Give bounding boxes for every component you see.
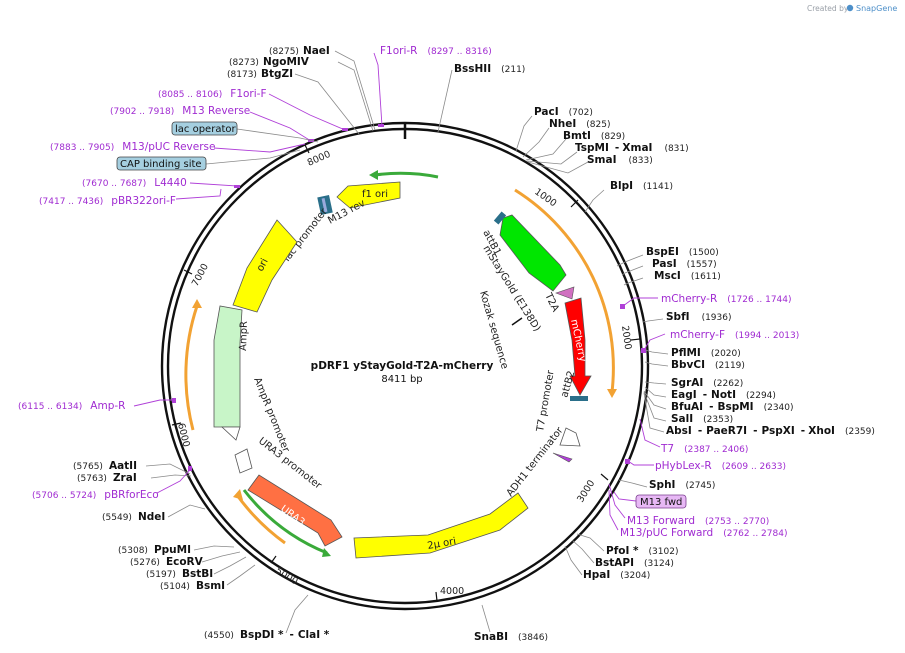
plasmid-name: pDRF1 yStayGold-T2A-mCherry	[311, 360, 494, 372]
feature-ampr: AmpR	[213, 305, 250, 441]
credit-brand: SnapGene	[856, 4, 897, 13]
enzyme-paci: PacI(702)	[534, 106, 593, 118]
ampr-label: AmpR	[238, 321, 250, 351]
orf-arc-arrow-1	[607, 389, 617, 398]
enzyme-blpi: BlpI(1141)	[610, 180, 673, 192]
primer-m13-puc-forward: M13/pUC Forward(2762 .. 2784)	[620, 527, 787, 539]
enzyme-bspdi-clai: (4550)BspDI *-ClaI *	[204, 629, 330, 641]
enzyme-bsmi: (5104)BsmI	[160, 580, 225, 592]
lac-operator-box: lac operator	[171, 121, 319, 143]
ori-label: ori	[255, 257, 271, 274]
snapgene-credit: Created by SnapGene	[807, 4, 897, 13]
enzyme-leader-lines	[145, 50, 669, 634]
feature-f1-ori: f1 ori	[336, 181, 401, 209]
enzyme-hpai: HpaI(3204)	[583, 569, 650, 581]
ura3-arc-arrow	[322, 548, 331, 557]
primer-f1ori-r: F1ori-R(8297 .. 8316)	[380, 45, 492, 57]
primer-leader-lines	[133, 52, 666, 531]
orf-arc-arrow-3	[233, 489, 243, 500]
2micron-ori-label: 2μ ori	[427, 536, 457, 552]
tick-2000: 2000	[619, 325, 633, 350]
orf-arc-arrow-2	[192, 299, 202, 308]
enzyme-smai: SmaI(833)	[587, 154, 653, 166]
enzyme-sphi: SphI(2745)	[649, 479, 715, 491]
enzyme-ecorv: (5276)EcoRV	[130, 556, 204, 568]
cap-site-box: CAP binding site	[116, 149, 301, 171]
feature-m13-rev-site: M13 rev lac promoter	[282, 194, 367, 264]
f1-ori-arc	[374, 171, 439, 179]
t7-promoter-label: T7 promoter	[535, 369, 557, 434]
enzyme-bmti: BmtI(829)	[563, 130, 625, 142]
enzyme-msci: MscI(1611)	[654, 270, 721, 282]
orf-arc-ampr	[184, 305, 199, 431]
feature-promoters-left: AmpR promoter URA3 promoter	[234, 376, 324, 492]
enzyme-nael: (8275)NaeI	[269, 45, 330, 57]
enzyme-sali: SalI(2353)	[671, 413, 733, 425]
tick-7000: 7000	[190, 262, 211, 289]
enzyme-eagi-noti: EagI-NotI(2294)	[671, 389, 776, 401]
enzyme-bfuai-bspmi: BfuAI-BspMI(2340)	[671, 401, 794, 413]
plasmid-length: 8411 bp	[381, 374, 422, 385]
primer-m13-reverse: (7902 .. 7918)M13 Reverse	[110, 105, 250, 117]
f1-ori-label: f1 ori	[362, 189, 388, 200]
primer-phyblex-r: pHybLex-R(2609 .. 2633)	[655, 460, 786, 472]
primer-t7: T7(2387 .. 2406)	[660, 443, 748, 455]
primer-pbr322ori-f: (7417 .. 7436)pBR322ori-F	[39, 195, 176, 207]
tick-4000: 4000	[440, 586, 464, 597]
t2a-label: T2A	[542, 291, 561, 314]
orf-arc-staygold-mcherry	[514, 188, 615, 393]
credit-prefix: Created by	[807, 4, 849, 13]
enzyme-labels: (8275)NaeI (8273)NgoMIV (8173)BtgZI BssH…	[73, 45, 875, 643]
enzyme-bstapi: BstAPI(3124)	[595, 557, 674, 569]
tick-8000: 8000	[306, 149, 333, 169]
enzyme-ndei: (5549)NdeI	[102, 511, 165, 523]
adh1-terminator-label: ADH1 terminator	[505, 425, 566, 499]
enzyme-pflmi: PflMI(2020)	[671, 347, 741, 359]
snapgene-logo-icon	[846, 4, 854, 12]
enzyme-bstbi: (5197)BstBI	[146, 568, 213, 580]
ura3-arc	[242, 489, 328, 555]
enzyme-pasi: PasI(1557)	[652, 258, 717, 270]
primer-pbrforeco: (5706 .. 5724)pBRforEco	[32, 489, 159, 501]
primer-labels: F1ori-R(8297 .. 8316) (8085 .. 8106)F1or…	[18, 45, 799, 539]
tick-5000: 5000	[273, 565, 299, 587]
primer-f1ori-f: (8085 .. 8106)F1ori-F	[158, 88, 267, 100]
enzyme-snabi: SnaBI(3846)	[474, 631, 548, 643]
enzyme-sbfi: SbfI(1936)	[666, 311, 732, 323]
enzyme-tspmi-xmai: TspMI-XmaI(831)	[575, 142, 689, 154]
enzyme-bsshii: BssHII(211)	[454, 63, 525, 75]
primer-mcherry-r: mCherry-R(1726 .. 1744)	[661, 293, 792, 305]
m13-fwd-box: M13 fwd	[635, 494, 687, 509]
enzyme-absi-xhoi: AbsI-PaeR7I-PspXI-XhoI(2359)	[666, 425, 875, 437]
enzyme-btgzi: (8173)BtgZI	[227, 68, 293, 80]
f1-ori-arc-arrow	[369, 170, 378, 180]
enzyme-aatii: (5765)AatII	[73, 460, 137, 472]
enzyme-ngomiv: (8273)NgoMIV	[229, 56, 310, 68]
enzyme-bspei: BspEI(1500)	[646, 246, 719, 258]
primer-m13-forward: M13 Forward(2753 .. 2770)	[627, 515, 769, 527]
primer-mcherry-f: mCherry-F(1994 .. 2013)	[670, 329, 799, 341]
primer-m13-puc-reverse: (7883 .. 7905)M13/pUC Reverse	[50, 141, 215, 153]
enzyme-zrai: (5763)ZraI	[77, 472, 137, 484]
lac-operator-label: lac operator	[175, 124, 236, 135]
primer-l4440: (7670 .. 7687)L4440	[82, 177, 187, 189]
m13-fwd-label: M13 fwd	[640, 497, 682, 508]
enzyme-sgrai: SgrAI(2262)	[671, 377, 743, 389]
cap-site-label: CAP binding site	[120, 159, 202, 170]
tick-3000: 3000	[575, 478, 597, 504]
enzyme-nhei: NheI(825)	[549, 118, 611, 130]
feature-ori: ori	[232, 219, 298, 313]
enzyme-bbvci: BbvCI(2119)	[671, 359, 745, 371]
kozak-label: Kozak sequence	[477, 290, 510, 371]
feature-mcherry: mCherry attB2	[559, 297, 592, 401]
feature-2micron-ori: 2μ ori	[353, 492, 529, 559]
enzyme-pfoi: PfoI *(3102)	[606, 545, 678, 557]
primer-amp-r: (6115 .. 6134)Amp-R	[18, 400, 125, 412]
enzyme-ppumi: (5308)PpuMI	[118, 544, 191, 556]
